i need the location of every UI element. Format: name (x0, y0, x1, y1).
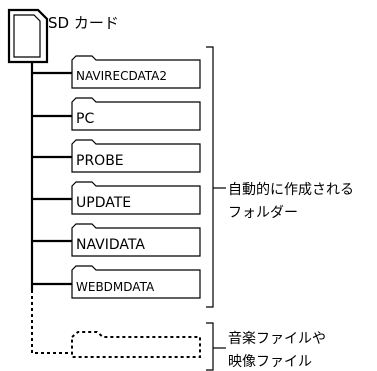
folder-navirecdata2: NAVIRECDATA2 (32, 55, 201, 89)
root-label: SD カード (48, 14, 119, 32)
dashed-folder-icon (71, 331, 201, 358)
folder-probe: PROBE (32, 139, 201, 173)
folder-label: NAVIDATA (76, 237, 145, 253)
folder-label: WEBDMDATA (76, 280, 155, 294)
folder-pc: PC (32, 97, 201, 131)
folder-update: UPDATE (32, 181, 201, 215)
folder-label: PC (76, 111, 94, 127)
folder-navidata: NAVIDATA (32, 223, 201, 257)
sd-card-icon (7, 8, 49, 64)
folder-label: NAVIRECDATA2 (76, 69, 167, 83)
folder-list: NAVIRECDATA2 PC PROBE UPDATE NAVIDATA WE… (32, 55, 201, 299)
auto-created-label-line2: フォルダー (228, 205, 298, 221)
folder-webdmdata: WEBDMDATA (32, 265, 201, 299)
folder-label: UPDATE (76, 195, 131, 211)
folder-label: PROBE (76, 153, 124, 169)
auto-created-bracket (206, 46, 226, 308)
user-files-bracket (206, 322, 226, 371)
auto-created-label-line1: 自動的に作成される (228, 182, 354, 198)
user-files-label-line1: 音楽ファイルや (228, 330, 326, 347)
user-files-label-line2: 映像ファイル (228, 354, 312, 370)
user-files-branch (31, 290, 201, 358)
